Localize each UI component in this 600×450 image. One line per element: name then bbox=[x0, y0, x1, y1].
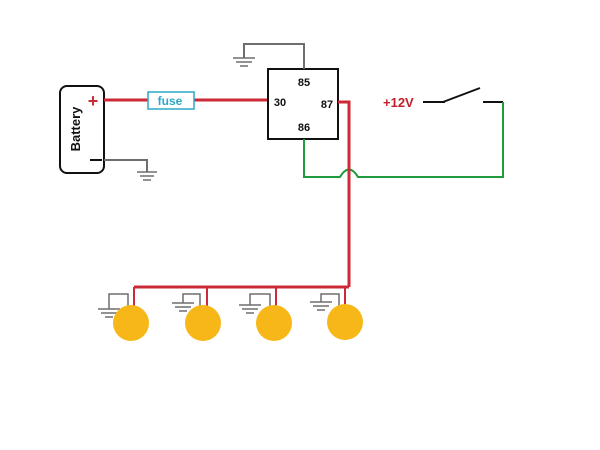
battery: Battery + bbox=[59, 85, 105, 174]
relay-ground-wire bbox=[233, 43, 305, 69]
lamp-ground-2 bbox=[172, 293, 201, 312]
switch-supply-label: +12V bbox=[383, 95, 414, 110]
relay: 85 30 87 86 bbox=[267, 68, 339, 140]
ground-icon bbox=[310, 301, 332, 311]
lamp-grounds bbox=[98, 293, 340, 318]
ground-icon bbox=[239, 304, 261, 314]
switch: +12V bbox=[383, 87, 503, 110]
relay-pin-30: 30 bbox=[274, 97, 286, 109]
lamp-2 bbox=[185, 305, 221, 341]
battery-ground-wire bbox=[104, 159, 157, 181]
relay-body bbox=[267, 68, 339, 140]
battery-body bbox=[59, 85, 105, 174]
battery-label: Battery bbox=[68, 106, 83, 152]
relay-ground-line bbox=[243, 43, 305, 69]
lamp-ground-3 bbox=[239, 293, 271, 314]
ground-icon bbox=[172, 302, 194, 312]
lamps bbox=[113, 304, 363, 341]
lamp-ground-4 bbox=[310, 293, 340, 311]
battery-ground-line bbox=[104, 159, 148, 172]
lamp-1 bbox=[113, 305, 149, 341]
relay-output-line bbox=[338, 100, 351, 287]
fuse-body bbox=[147, 91, 195, 110]
lamp-4 bbox=[327, 304, 363, 340]
battery-positive-symbol: + bbox=[88, 91, 99, 111]
relay-pin-87: 87 bbox=[321, 99, 333, 111]
fuse: fuse bbox=[147, 91, 195, 110]
ground-icon bbox=[137, 171, 157, 181]
ground-icon bbox=[233, 57, 255, 67]
fuse-label: fuse bbox=[158, 94, 183, 108]
ground-icon bbox=[98, 308, 120, 318]
relay-pin-86: 86 bbox=[298, 122, 310, 134]
switch-lever bbox=[442, 87, 481, 103]
lamp-3 bbox=[256, 305, 292, 341]
lamp-ground-1 bbox=[98, 293, 129, 318]
power-wire-relay-to-lamps bbox=[133, 100, 351, 306]
relay-pin-85: 85 bbox=[298, 77, 310, 89]
